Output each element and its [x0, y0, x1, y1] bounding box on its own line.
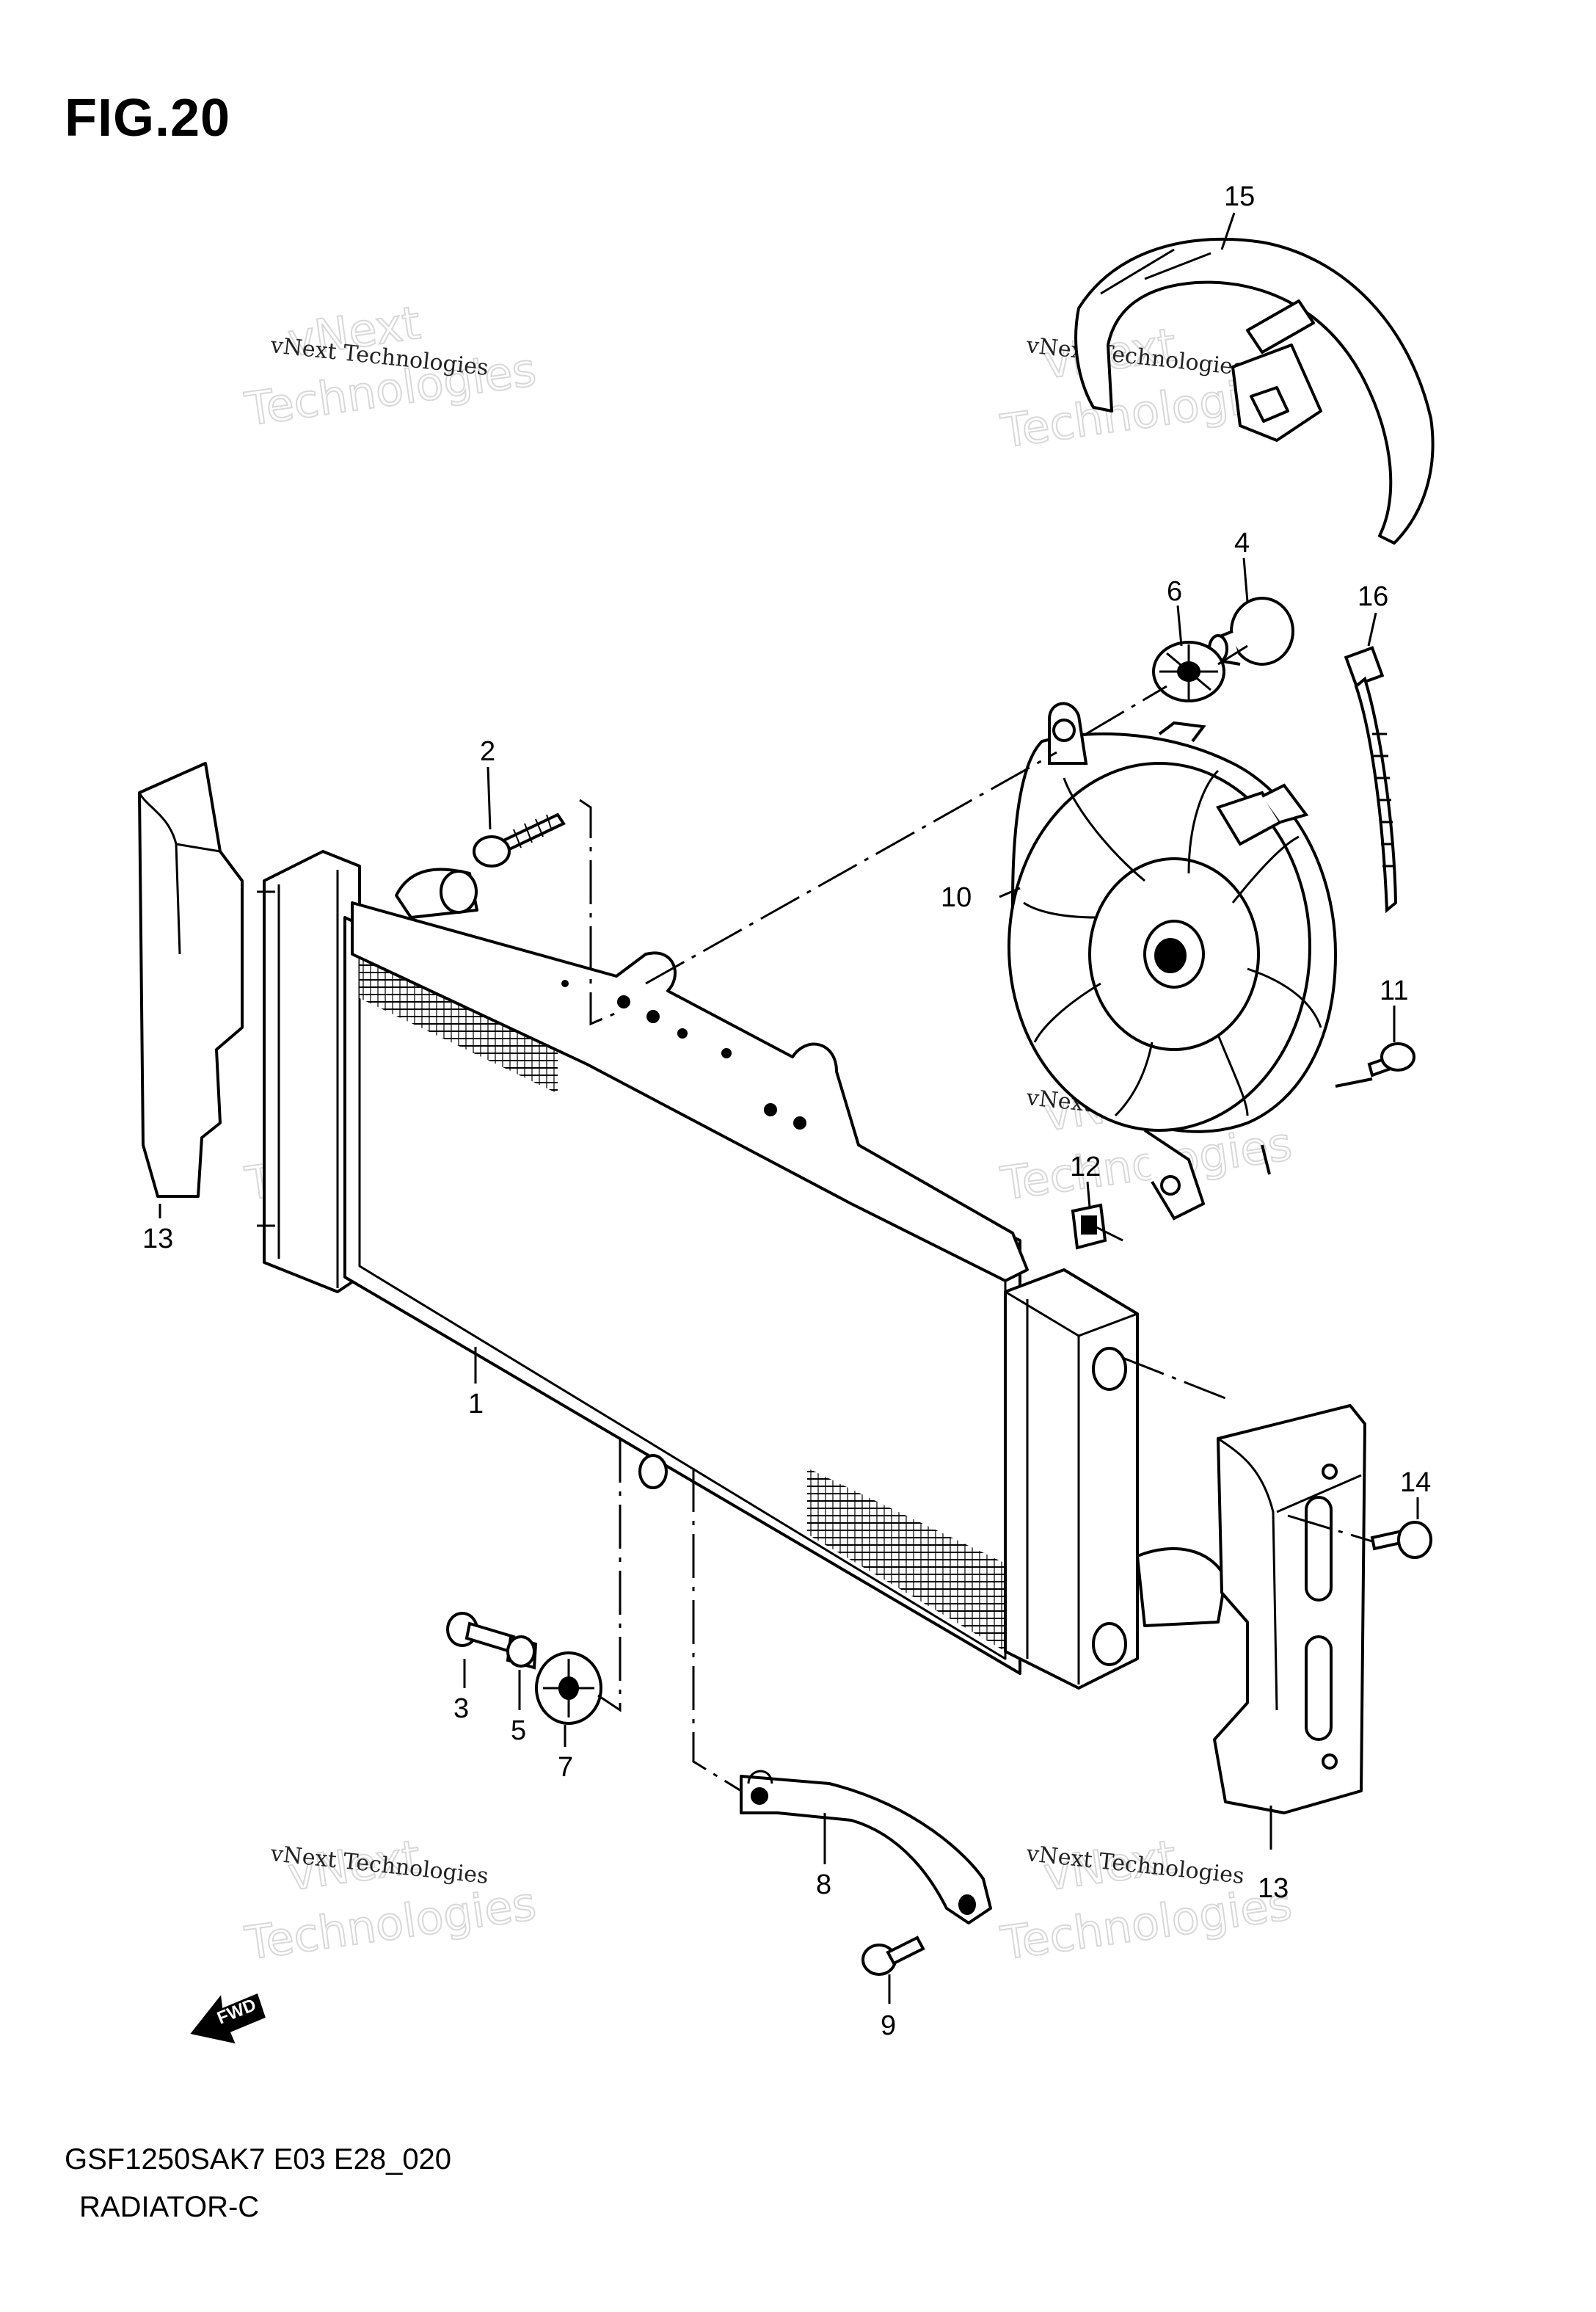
part-3-bolt — [446, 1612, 516, 1654]
part-5-collar — [506, 1635, 538, 1670]
callout-8: 8 — [816, 1869, 831, 1900]
part-16-cable-tie — [1344, 646, 1398, 914]
part-4-collar — [1208, 597, 1294, 666]
part-12-clip-nut — [1071, 1203, 1107, 1250]
assembly-lines — [579, 644, 1373, 1792]
part-14-bolt — [1370, 1521, 1432, 1559]
callout-5: 5 — [511, 1715, 526, 1746]
callout-1: 1 — [468, 1389, 484, 1419]
callout-2: 2 — [480, 736, 495, 767]
callout-16: 16 — [1358, 581, 1388, 612]
callout-11: 11 — [1380, 975, 1408, 1006]
svg-text:Technologies: Technologies — [997, 1877, 1295, 1971]
part-6-grommet — [1152, 641, 1225, 702]
part-8-lower-bracket — [740, 1770, 992, 1924]
callout-3: 3 — [453, 1693, 469, 1724]
callouts: 15 4 6 16 2 10 11 12 13 1 14 3 5 7 13 8 … — [142, 181, 1431, 2041]
part-1-radiator — [257, 850, 1227, 1690]
callout-14: 14 — [1400, 1467, 1431, 1498]
part-10-cooling-fan — [1007, 702, 1373, 1221]
figure-name: RADIATOR-C — [79, 2191, 260, 2223]
leader-lines — [158, 212, 1419, 2004]
svg-text:Technologies: Technologies — [241, 1877, 539, 1971]
callout-9: 9 — [881, 2010, 896, 2041]
callout-10: 10 — [941, 882, 972, 913]
fwd-arrow-icon: FWD — [190, 1993, 266, 2044]
callout-6: 6 — [1167, 576, 1182, 607]
part-9-bolt — [861, 1935, 925, 1976]
part-7-grommet — [535, 1651, 602, 1725]
callout-7: 7 — [558, 1752, 573, 1783]
callout-15: 15 — [1224, 181, 1255, 212]
callout-13-left: 13 — [142, 1224, 173, 1254]
part-13-right-side-cover — [1213, 1404, 1366, 1814]
callout-13-right: 13 — [1258, 1873, 1289, 1904]
callout-12: 12 — [1070, 1152, 1101, 1182]
figure-title: FIG.20 — [65, 89, 231, 148]
part-2-bolt — [473, 813, 566, 868]
part-11-bolt — [1367, 1042, 1415, 1077]
figure-code: GSF1250SAK7 E03 E28_020 — [65, 2143, 452, 2175]
callout-4: 4 — [1234, 528, 1250, 559]
part-13-left-side-cover — [138, 762, 244, 1198]
part-15-shroud-cover — [1074, 237, 1435, 545]
